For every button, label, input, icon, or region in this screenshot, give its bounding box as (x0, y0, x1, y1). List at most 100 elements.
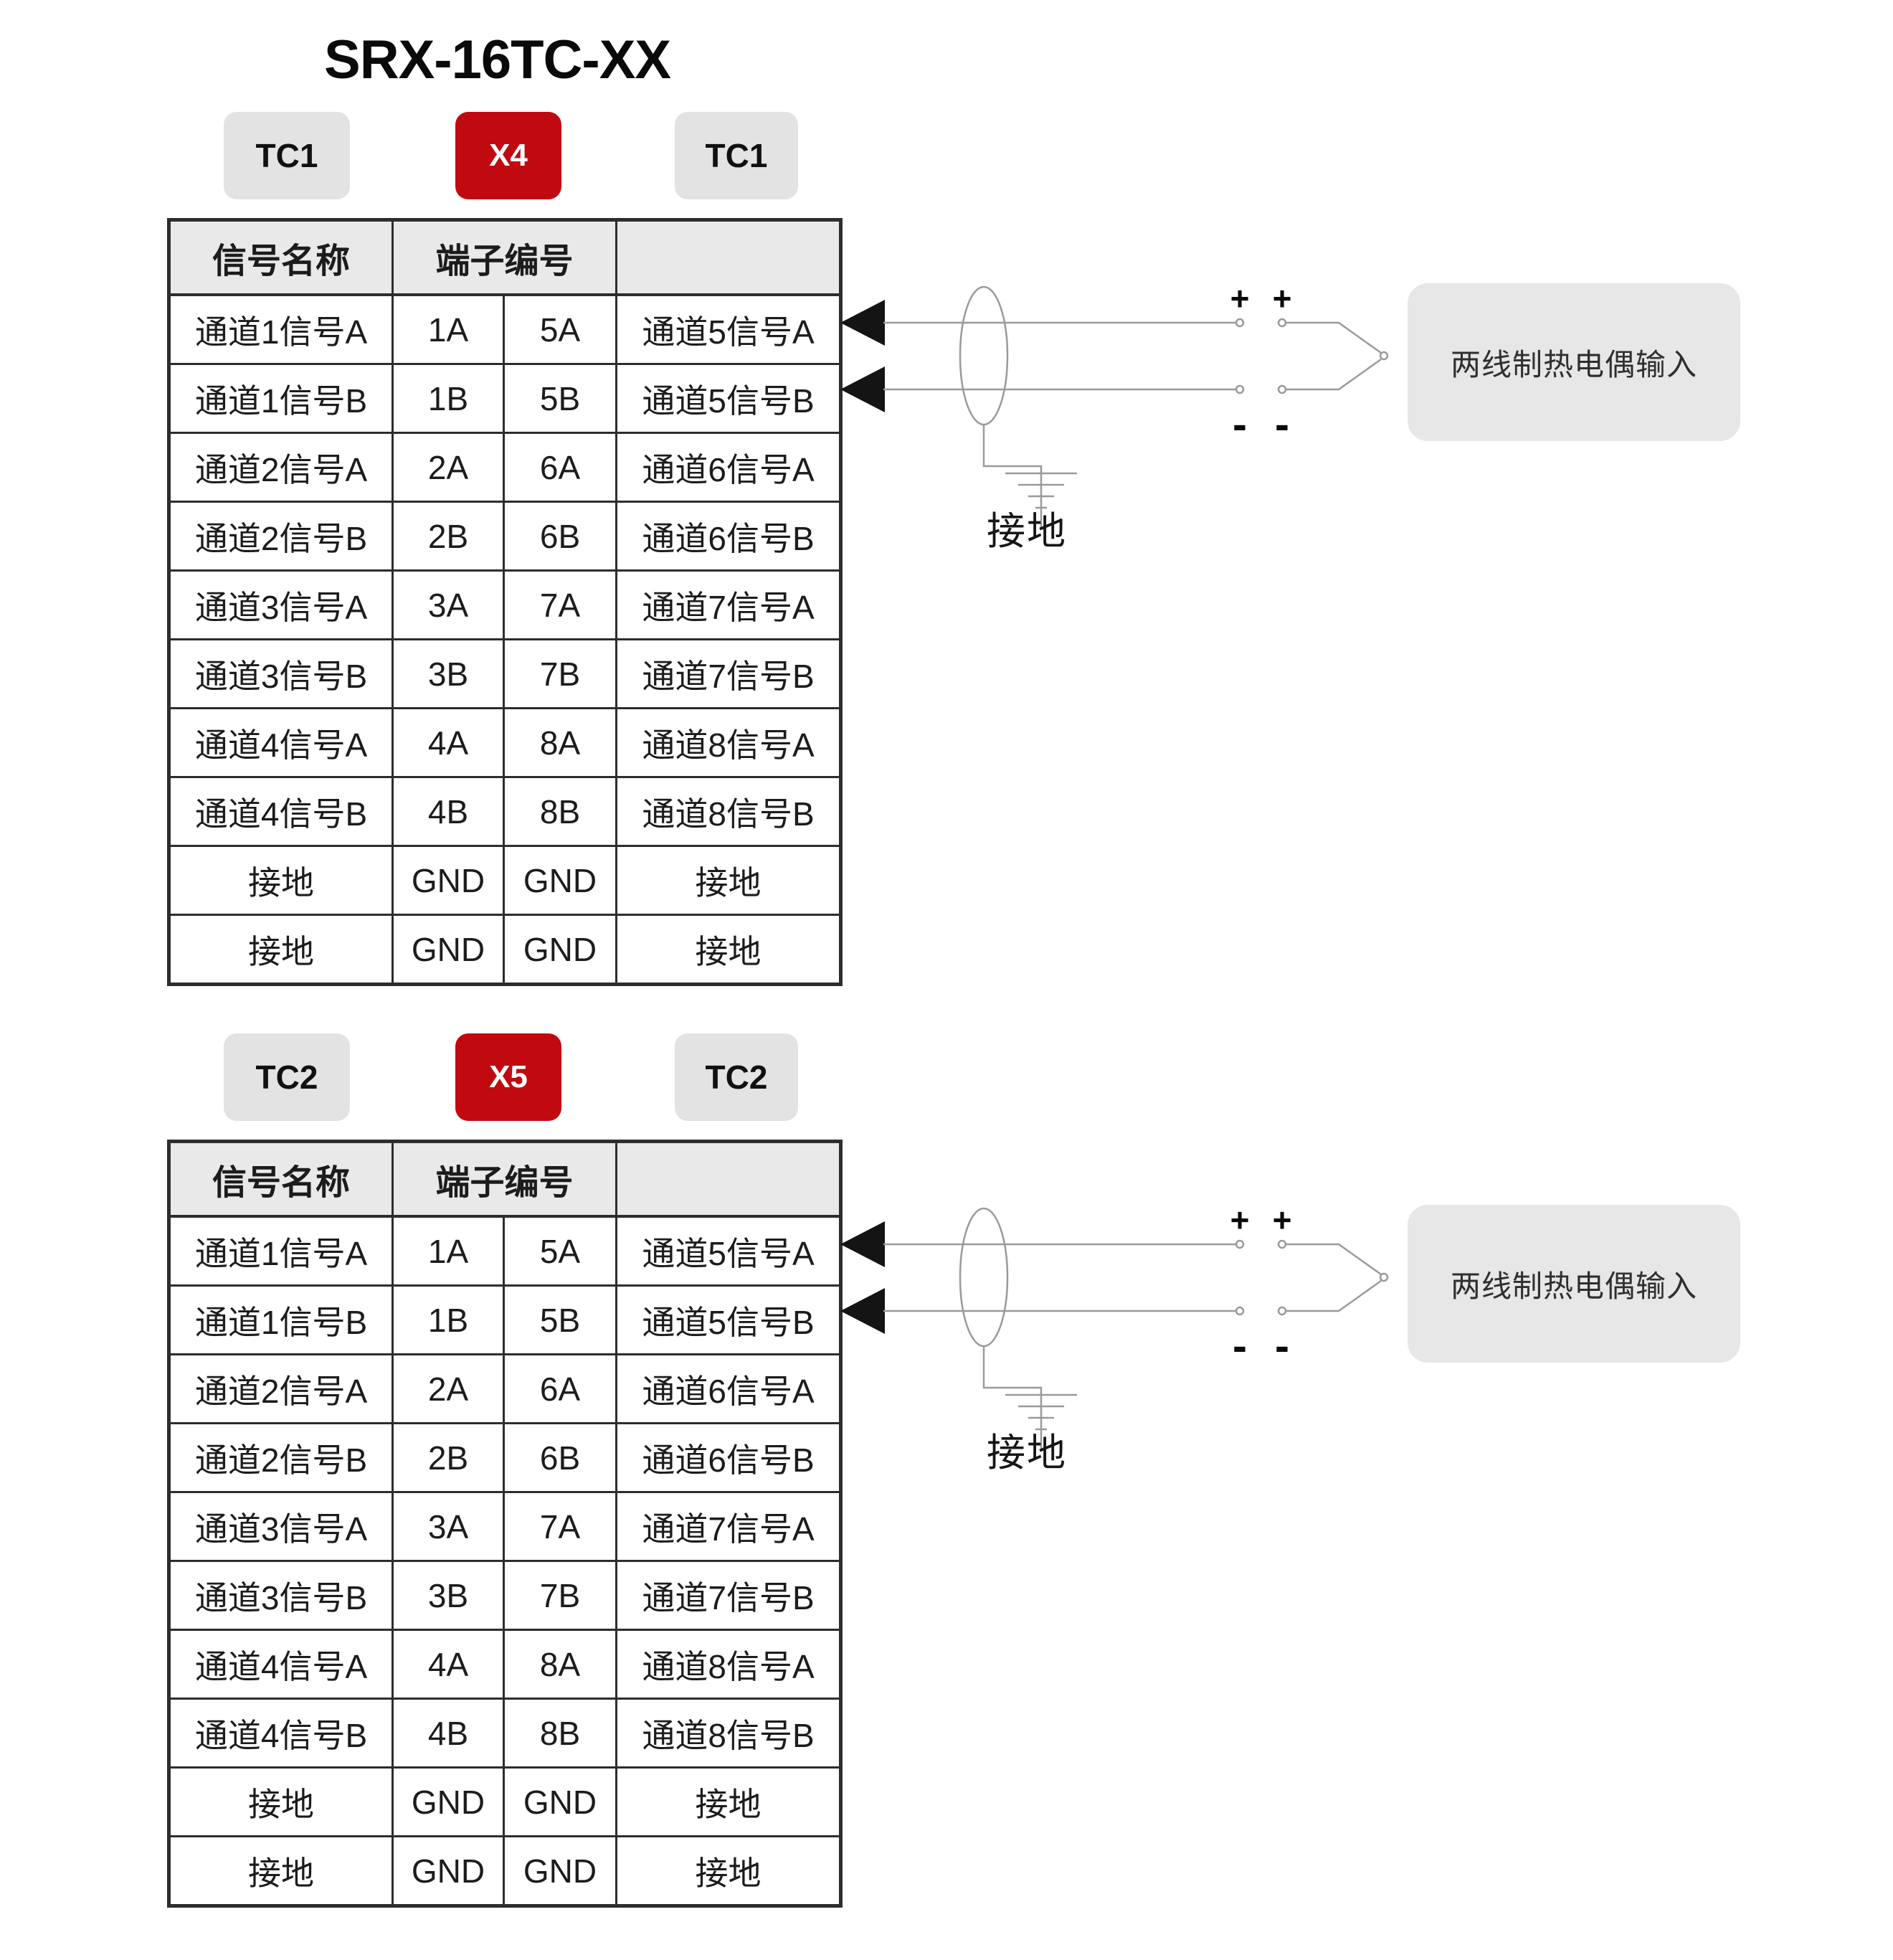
terminal-node (1235, 1239, 1245, 1249)
terminal-right-cell: GND (502, 1835, 618, 1907)
signal-name-header: 信号名称 (168, 1140, 394, 1218)
signal-name-header: 信号名称 (168, 219, 394, 296)
terminal-left-cell: GND (392, 1766, 505, 1837)
left-signal-cell: 通道1信号B (168, 1284, 394, 1355)
terminal-node (1235, 1306, 1245, 1316)
right-signal-cell: 通道8信号B (615, 1698, 843, 1769)
table-body: 通道1信号A 1A 5A 通道5信号A 通道1信号B 1B 5B 通道5信号B … (168, 1215, 843, 1907)
terminal-right-cell: 6B (502, 501, 618, 572)
terminal-right-cell: 5B (502, 363, 618, 434)
left-signal-cell: 通道4信号B (168, 1698, 394, 1769)
terminal-left-cell: 2A (392, 1353, 505, 1424)
badge-tc1-right: TC1 (675, 112, 798, 199)
table-row: 通道1信号B 1B 5B 通道5信号B (168, 363, 843, 434)
right-signal-cell: 通道6信号B (615, 1422, 843, 1493)
terminal-right-cell: 6A (502, 432, 618, 503)
junction-node (1379, 1272, 1389, 1282)
left-signal-cell: 接地 (168, 845, 394, 916)
left-signal-cell: 接地 (168, 1835, 394, 1907)
ground-label: 接地 (987, 1431, 1067, 1474)
terminal-node (1277, 1306, 1287, 1316)
terminal-right-cell: 5A (502, 1215, 618, 1287)
table-row: 通道3信号A 3A 7A 通道7信号A (168, 1491, 843, 1562)
thermocouple-lead (1286, 321, 1382, 354)
badge-x4: X4 (455, 112, 561, 199)
section-tc2: TC2 X5 TC2 信号名称 端子编号 通道1信号A 1A 5A (0, 922, 1893, 1960)
table-row: 接地 GND GND 接地 (168, 1835, 843, 1907)
terminal-left-cell: 4B (392, 776, 505, 847)
table-header: 信号名称 端子编号 (168, 1140, 843, 1218)
right-signal-cell: 通道7信号B (615, 1560, 843, 1631)
right-signal-cell: 通道7信号A (615, 1491, 843, 1562)
arrow-left-icon (840, 366, 885, 412)
terminal-right-cell: GND (502, 914, 618, 985)
arrow-left-icon (840, 1288, 885, 1334)
terminal-node (1235, 384, 1245, 394)
terminal-left-cell: 1B (392, 363, 505, 434)
terminal-left-cell: 3B (392, 1560, 505, 1631)
terminal-left-cell: 1A (392, 293, 505, 365)
badge-tc1-left: TC1 (224, 112, 350, 199)
right-signal-cell: 通道7信号B (615, 638, 843, 709)
terminal-left-cell: 4A (392, 707, 505, 778)
blank-header (615, 219, 843, 296)
terminal-left-cell: 3B (392, 638, 505, 709)
terminal-left-cell: 2B (392, 1422, 505, 1493)
plus-label: + (1230, 280, 1250, 317)
terminal-left-cell: 4A (392, 1629, 505, 1700)
minus-label: - (1275, 1322, 1289, 1370)
terminal-right-cell: 8A (502, 1629, 618, 1700)
terminal-right-cell: GND (502, 1766, 618, 1837)
left-signal-cell: 通道1信号A (168, 293, 394, 365)
right-signal-cell: 通道5信号A (615, 293, 843, 365)
minus-label: - (1233, 400, 1247, 448)
thermocouple-lead (1286, 1243, 1382, 1276)
terminal-right-cell: 6B (502, 1422, 618, 1493)
left-signal-cell: 通道4信号A (168, 707, 394, 778)
plus-label: + (1272, 280, 1292, 317)
terminal-left-cell: GND (392, 845, 505, 916)
right-signal-cell: 接地 (615, 914, 843, 985)
terminal-right-cell: 8B (502, 776, 618, 847)
right-signal-cell: 通道5信号A (615, 1215, 843, 1287)
terminal-right-cell: 7B (502, 1560, 618, 1631)
right-signal-cell: 接地 (615, 845, 843, 916)
minus-label: - (1275, 400, 1289, 448)
left-signal-cell: 通道3信号B (168, 638, 394, 709)
left-signal-cell: 通道2信号A (168, 432, 394, 503)
terminal-right-cell: 5B (502, 1284, 618, 1355)
ground-symbol (1005, 472, 1077, 509)
left-signal-cell: 接地 (168, 914, 394, 985)
terminal-node (1277, 318, 1287, 328)
blank-header (615, 1140, 843, 1218)
terminal-left-cell: 3A (392, 1491, 505, 1562)
badge-tc2-left: TC2 (224, 1033, 350, 1121)
terminal-left-cell: 3A (392, 569, 505, 640)
left-signal-cell: 通道3信号A (168, 1491, 394, 1562)
terminal-right-cell: 7A (502, 569, 618, 640)
pinout-table-tc2: 信号名称 端子编号 通道1信号A 1A 5A 通道5信号A 通道1信号B (167, 1140, 843, 1908)
terminal-number-header: 端子编号 (391, 219, 618, 296)
terminal-node (1277, 384, 1287, 394)
table-row: 通道4信号B 4B 8B 通道8信号B (168, 776, 843, 847)
table-row: 通道1信号B 1B 5B 通道5信号B (168, 1284, 843, 1355)
table-header: 信号名称 端子编号 (168, 219, 843, 296)
terminal-number-header: 端子编号 (391, 1140, 618, 1218)
table-body: 通道1信号A 1A 5A 通道5信号A 通道1信号B 1B 5B 通道5信号B … (168, 293, 843, 985)
plus-label: + (1272, 1201, 1292, 1239)
right-signal-cell: 通道6信号A (615, 1353, 843, 1424)
right-signal-cell: 通道6信号B (615, 501, 843, 572)
badge-x5: X5 (455, 1033, 561, 1121)
table-row: 接地 GND GND 接地 (168, 845, 843, 916)
table-row: 通道2信号A 2A 6A 通道6信号A (168, 1353, 843, 1424)
left-signal-cell: 通道3信号B (168, 1560, 394, 1631)
badge-tc2-right: TC2 (675, 1033, 798, 1121)
terminal-right-cell: 7A (502, 1491, 618, 1562)
table-row: 通道4信号B 4B 8B 通道8信号B (168, 1698, 843, 1769)
thermocouple-lead (1286, 1279, 1382, 1312)
minus-label: - (1233, 1322, 1247, 1370)
table-header-row: 信号名称 端子编号 (168, 219, 843, 296)
table-row: 通道4信号A 4A 8A 通道8信号A (168, 707, 843, 778)
left-signal-cell: 通道4信号B (168, 776, 394, 847)
